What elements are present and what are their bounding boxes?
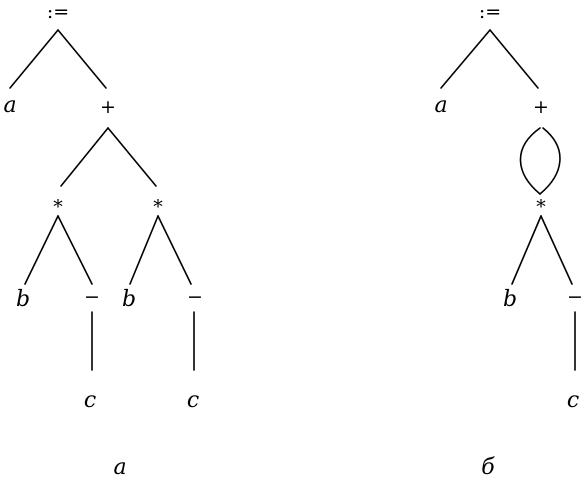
c-right-label: c — [187, 388, 199, 413]
dag-plus-label: + — [533, 96, 549, 118]
edge-mul-left-minus — [57, 215, 93, 285]
edge-root-plus — [57, 29, 107, 89]
dag-mul-label: * — [536, 196, 546, 218]
dag-edge-root-a — [440, 29, 491, 89]
plus-label: + — [100, 96, 116, 118]
b-left-label: b — [16, 287, 30, 312]
edge-plus-mul-left — [60, 127, 109, 187]
root-assign-label: := — [47, 1, 69, 23]
dag-edge-plus-mul-right — [539, 127, 561, 195]
b-right-label: b — [122, 287, 136, 312]
minus-right-label: − — [187, 286, 203, 308]
dag-minus-label: − — [567, 286, 583, 308]
caption-a: a — [113, 455, 126, 480]
dag-edge-mul-minus — [540, 215, 573, 285]
dag-c-label: c — [567, 388, 579, 413]
edge-root-a — [9, 29, 59, 89]
edge-plus-mul-right — [107, 127, 157, 187]
mul-right-label: * — [153, 196, 163, 218]
dag-var-a-label: a — [434, 93, 447, 118]
dag: := a + * b − c б — [434, 1, 583, 480]
edge-mul-left-b — [24, 215, 59, 285]
mul-left-label: * — [53, 196, 63, 218]
edge-mul-right-minus — [157, 215, 192, 285]
syntax-tree: := a + * * b − c b − c a — [3, 1, 203, 480]
dag-b-label: b — [503, 287, 517, 312]
dag-edge-mul-b — [511, 215, 542, 285]
caption-b: б — [481, 455, 495, 480]
dag-edge-plus-mul-left — [519, 127, 541, 195]
dag-root-assign-label: := — [479, 1, 501, 23]
edge-mul-right-b — [129, 215, 159, 285]
c-left-label: c — [84, 388, 96, 413]
dag-edge-root-plus — [489, 29, 539, 89]
var-a-label: a — [3, 93, 16, 118]
minus-left-label: − — [84, 286, 100, 308]
